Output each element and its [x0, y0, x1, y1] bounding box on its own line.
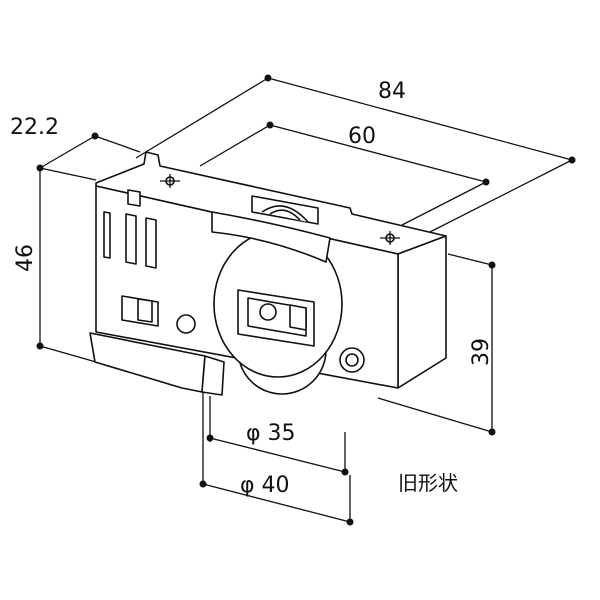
roller-body	[89, 151, 447, 396]
dim-width-rail: 60	[348, 124, 376, 149]
dim-width-total: 84	[378, 79, 406, 104]
shape-note: 旧形状	[398, 471, 458, 495]
screw-mark-right	[380, 231, 400, 245]
dim-wheel-inner: φ 35	[246, 421, 296, 446]
dim-depth: 22.2	[10, 115, 59, 140]
screw-mark-left	[160, 174, 180, 188]
dim-wheel-outer: φ 40	[240, 473, 290, 498]
dimension-lines	[36, 74, 576, 526]
dim-height-body: 39	[469, 338, 494, 366]
dim-height-total: 46	[13, 244, 38, 272]
